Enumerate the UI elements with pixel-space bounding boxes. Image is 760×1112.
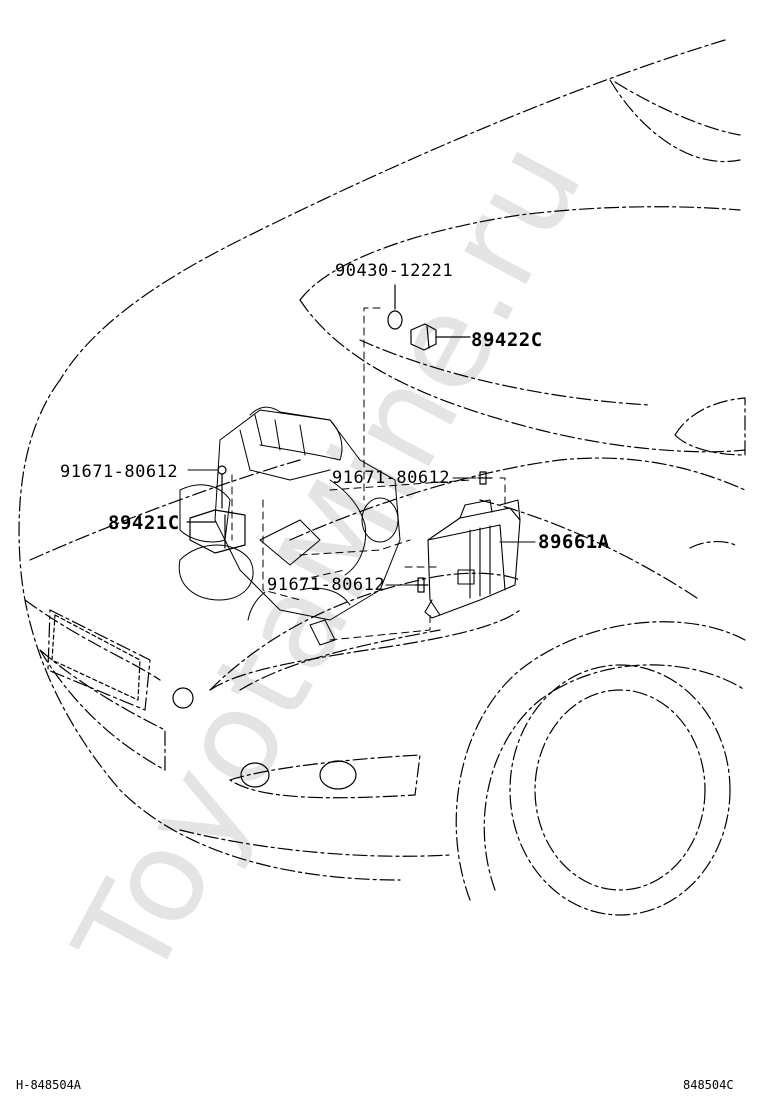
relationship-lines [231, 307, 506, 641]
intake-outer [39, 649, 166, 771]
footer-left-code: H-848504A [16, 1078, 82, 1092]
bumper-upper [29, 459, 301, 561]
leader-lines [186, 469, 536, 621]
label-89422c: 89422C [471, 329, 543, 351]
sensor-89422c [410, 323, 471, 351]
side-mirror [674, 397, 746, 456]
bolt-ecu-top [477, 471, 493, 485]
wheel [509, 664, 731, 916]
headlamp-bottom [209, 609, 521, 691]
grille-outer [47, 609, 151, 711]
roof-line [609, 79, 741, 162]
label-91671-80612-top: 91671-80612 [332, 468, 451, 488]
side-marker [689, 541, 736, 549]
bolt-ecu-side [414, 577, 429, 593]
hood-surface [299, 206, 741, 301]
bumper-front [18, 379, 401, 881]
car-body-outline [18, 39, 746, 901]
label-89661a: 89661A [538, 531, 610, 553]
label-90430-12221: 90430-12221 [335, 261, 454, 281]
front-details [51, 614, 357, 790]
clip-90430 [387, 284, 403, 330]
cowl-line [299, 299, 746, 453]
label-91671-80612-left: 91671-80612 [60, 462, 179, 482]
footer-right-code: 848504C [683, 1078, 734, 1092]
engine-assembly [178, 409, 401, 646]
hood-edge [59, 39, 726, 381]
wheel-arch [455, 621, 746, 901]
label-91671-80612-bottom: 91671-80612 [267, 575, 386, 595]
intake-manifold [249, 406, 343, 461]
ecu-89661a [424, 499, 521, 619]
windshield-top [614, 81, 741, 136]
headlamp-inner [239, 629, 441, 691]
label-89421c: 89421C [108, 512, 180, 534]
wheel-outer [483, 664, 746, 891]
fender-top [289, 457, 746, 541]
lower-lip [179, 829, 451, 857]
fog-lamp [229, 754, 421, 799]
windshield-base [359, 339, 651, 406]
